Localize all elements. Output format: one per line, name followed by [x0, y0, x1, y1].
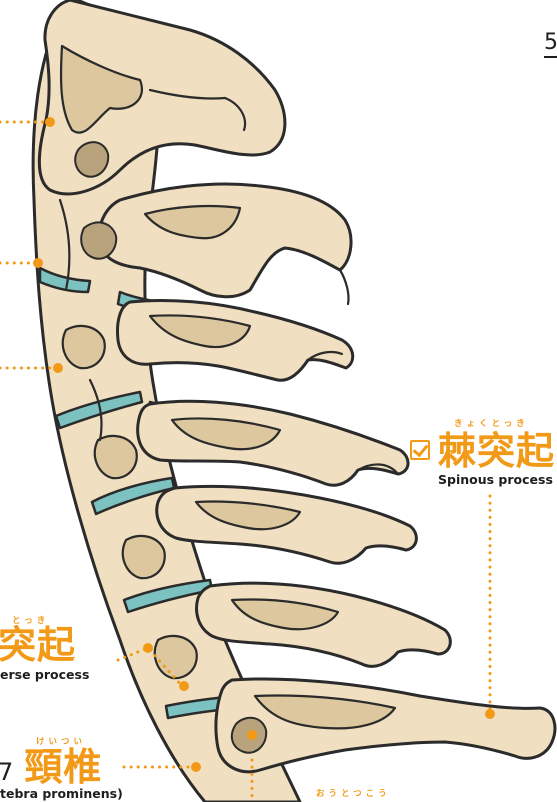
c4-process: [138, 401, 408, 485]
spinous-ruby: きょくとっき: [454, 420, 529, 429]
leader-dot-transverse-b: [179, 681, 189, 691]
c7-label: 7 頸椎: [0, 748, 102, 786]
atlas-foramen: [75, 142, 108, 177]
axis-foramen: [81, 222, 116, 258]
leader-dot-spinous: [485, 709, 495, 719]
spinous-jp: 棘突起: [438, 429, 555, 473]
leader-dot-bottom: [247, 730, 257, 740]
leader-dot-c7: [191, 762, 201, 772]
c7-en: tebra prominens): [0, 788, 123, 801]
c7-jp: 頸椎: [24, 745, 102, 789]
leader-dot-3: [53, 363, 63, 373]
page-number: 5: [544, 32, 557, 58]
transverse-en: erse process: [0, 669, 89, 682]
transverse-jp: 突起: [0, 626, 76, 664]
c7-number: 7: [0, 758, 13, 786]
spinous-en: Spinous process: [438, 474, 553, 487]
leader-dot-2: [33, 258, 43, 268]
leader-dot-1: [45, 117, 55, 127]
bottom-ruby: おうとつこう: [316, 790, 391, 799]
spinous-label: 棘突起: [410, 432, 555, 470]
c7-process: [216, 679, 555, 772]
check-icon: [410, 440, 430, 460]
leader-dot-transverse-a: [143, 643, 153, 653]
